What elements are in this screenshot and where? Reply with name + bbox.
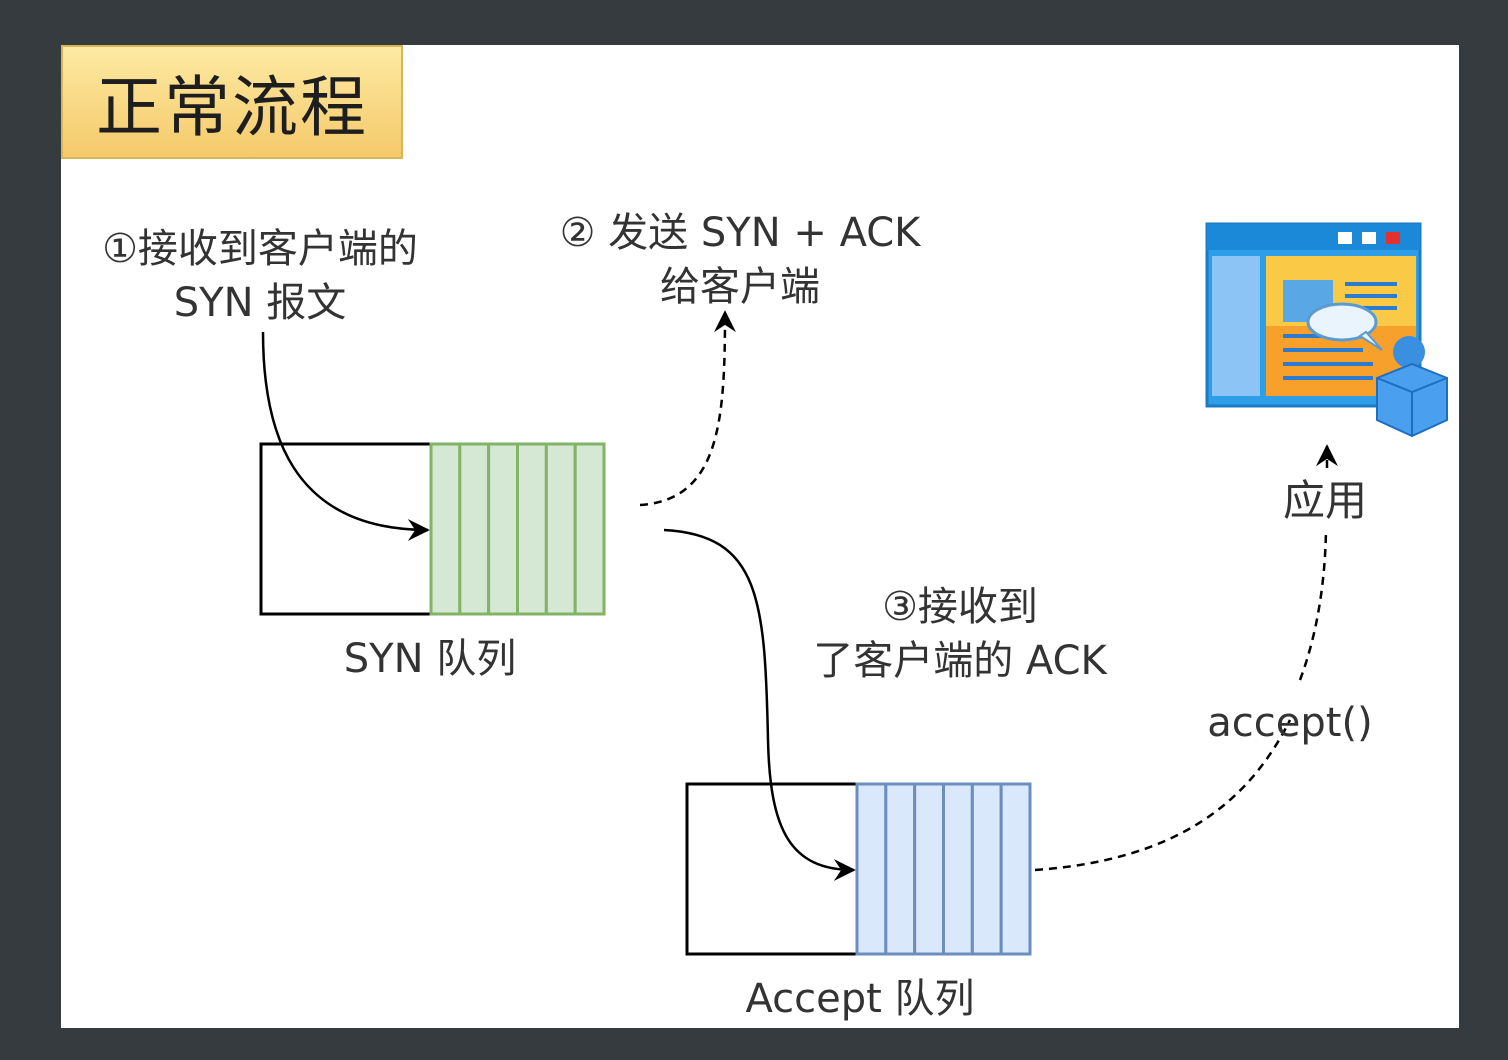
syn-queue-slot [429,442,462,616]
syn-ack-arrow [639,310,736,507]
syn-queue-label: SYN 队列 [343,636,517,682]
accept-queue-slot [942,782,974,956]
syn-queue-slot [573,442,606,616]
accept-queue [685,782,1032,956]
syn-queue-slot [544,442,577,616]
accept-call-arrow-lower [1034,719,1292,872]
step2-label: ② 发送 SYN + ACK 给客户端 [530,206,950,314]
accept-queue-label: Accept 队列 [745,976,975,1022]
accept-call-arrow-middle [1298,529,1328,681]
accept-queue-slot [855,782,888,956]
accept-call-label: accept() [1207,700,1373,746]
diagram-title: 正常流程 [61,45,403,159]
accept-queue-slot [884,782,917,956]
syn-queue-slot [487,442,519,616]
accept-queue-slot [970,782,1003,956]
step2-line1: ② 发送 SYN + ACK [559,210,921,256]
application-label: 应用 [1282,476,1367,525]
application-window-icon [1205,222,1448,438]
step1-label: ①接收到客户端的 SYN 报文 [70,222,450,330]
accept-queue-slot [913,782,946,956]
step1-line2: SYN 报文 [173,280,347,326]
syn-queue [259,442,606,616]
syn-queue-slots [429,442,606,616]
accept-queue-slots [855,782,1032,956]
step1-line1: ①接收到客户端的 [102,226,418,272]
syn-queue-slot [516,442,548,616]
step3-line1: ③接收到 [882,584,1038,630]
syn-queue-slot [458,442,491,616]
syn-arrival-arrow [261,331,430,541]
accept-queue-slot [999,782,1032,956]
ack-transfer-arrow [663,528,856,881]
step3-line2: 了客户端的 ACK [813,638,1107,684]
step2-line2: 给客户端 [660,264,820,310]
step3-label: ③接收到 了客户端的 ACK [780,580,1140,688]
